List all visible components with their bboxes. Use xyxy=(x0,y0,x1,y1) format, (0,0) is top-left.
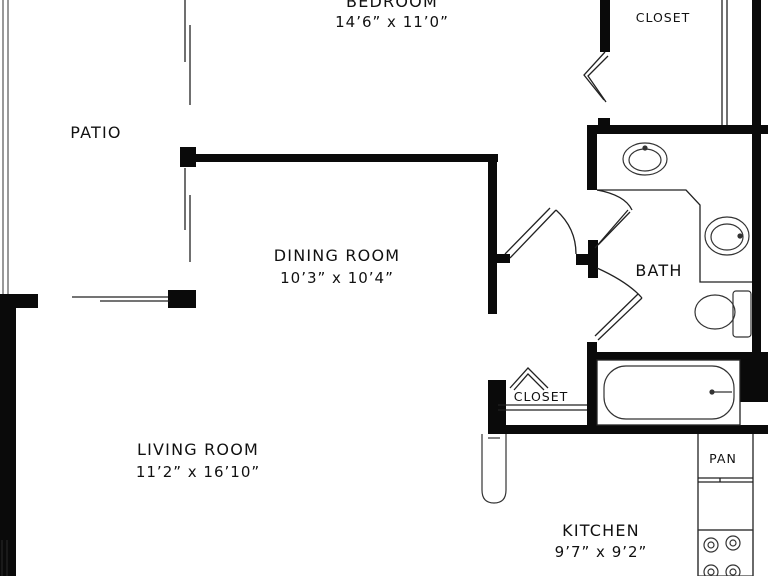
bedroom-closet-label: CLOSET xyxy=(636,10,691,25)
door-swings xyxy=(504,51,643,391)
hall-closet-label: CLOSET xyxy=(514,389,569,404)
stove-icon xyxy=(697,529,754,576)
kitchen-name: KITCHEN xyxy=(562,521,640,540)
living-room-dimensions: 11’2” x 16’10” xyxy=(136,463,260,481)
sink-upper-icon xyxy=(622,142,668,176)
bath-label: BATH xyxy=(635,261,682,280)
dining-room-dimensions: 10’3” x 10’4” xyxy=(280,269,394,287)
patio-boundary xyxy=(2,0,9,295)
toilet-icon xyxy=(694,290,752,338)
bedroom-name: BEDROOM xyxy=(346,0,438,11)
dining-room-name: DINING ROOM xyxy=(274,246,401,265)
room-labels: BEDROOM 14’6” x 11’0” CLOSET PATIO DININ… xyxy=(70,0,737,561)
patio-label: PATIO xyxy=(70,123,121,142)
bath-fixtures xyxy=(603,142,752,420)
pantry-label: PAN xyxy=(709,451,737,466)
refrigerator-icon xyxy=(481,434,507,504)
bathtub-icon xyxy=(603,365,735,420)
sink-vanity-icon xyxy=(704,216,750,256)
bedroom-dimensions: 14’6” x 11’0” xyxy=(335,13,449,31)
kitchen-dimensions: 9’7” x 9’2” xyxy=(555,543,648,561)
kitchen-fixtures xyxy=(481,434,754,576)
living-room-name: LIVING ROOM xyxy=(137,440,259,459)
